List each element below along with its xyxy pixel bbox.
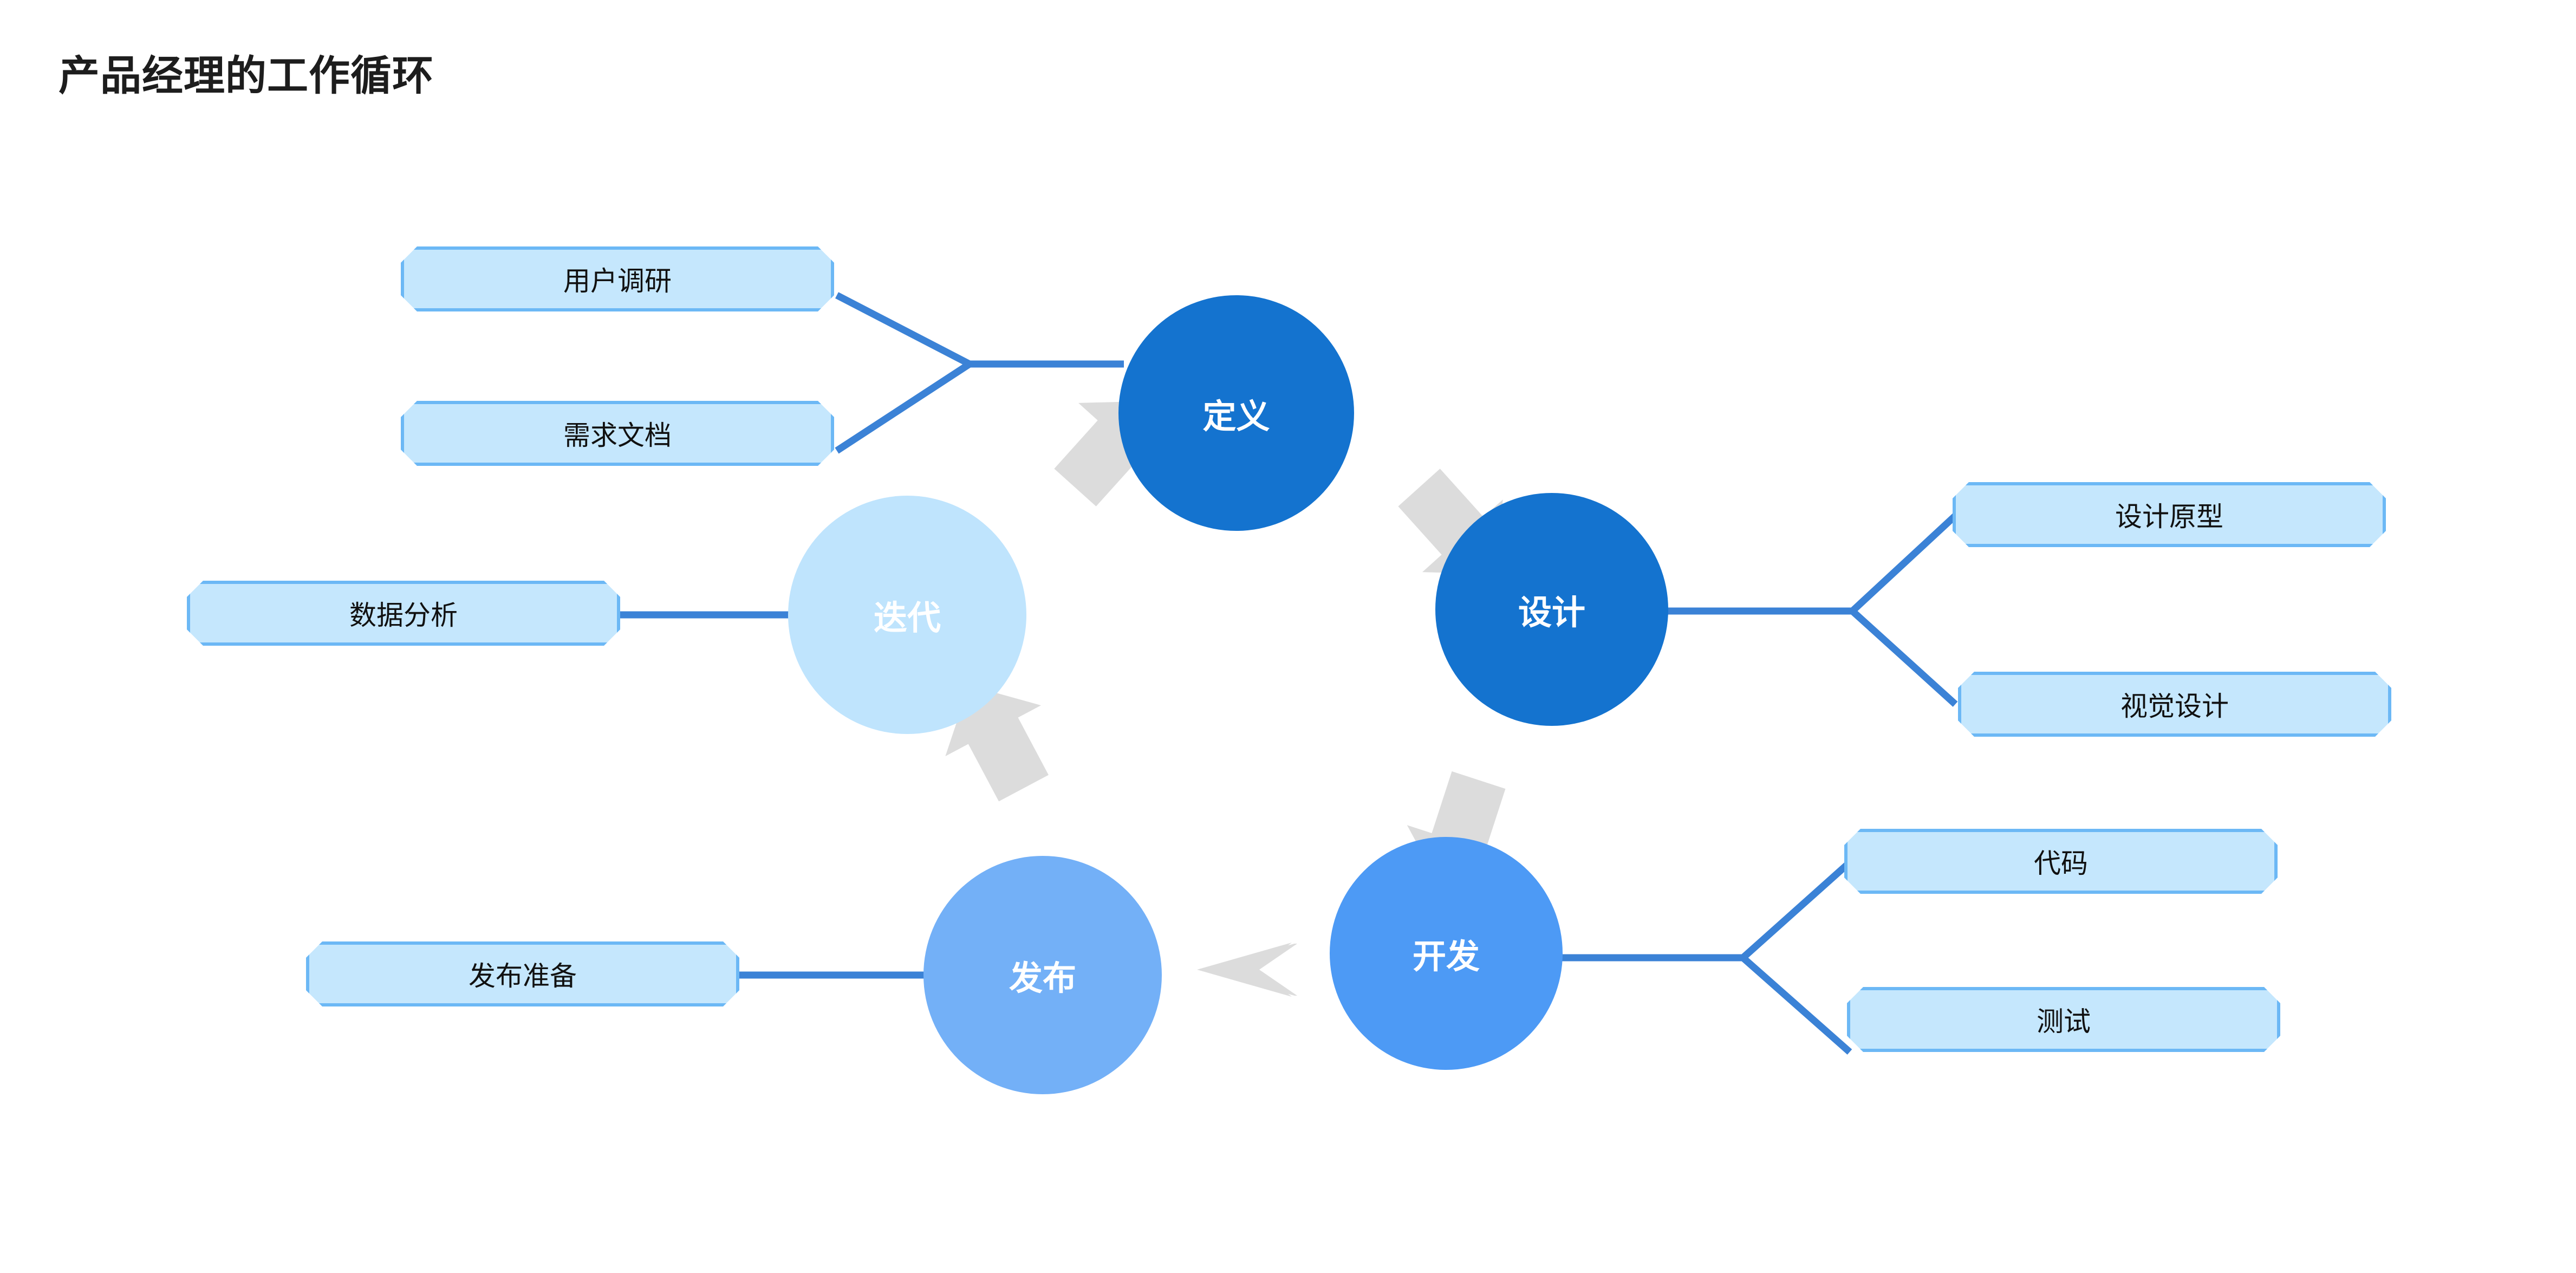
leaf-label-data-analysis: 数据分析	[349, 600, 458, 631]
leaf-label-user-research: 用户调研	[563, 266, 672, 296]
leaf-box-code[interactable]: 代码	[1844, 829, 2278, 894]
cycle-node-design[interactable]: 设计	[1435, 493, 1668, 726]
leaf-box-visual-design[interactable]: 视觉设计	[1958, 672, 2391, 737]
leaf-box-release-prep[interactable]: 发布准备	[306, 941, 739, 1006]
page-title: 产品经理的工作循环	[58, 53, 434, 99]
cycle-node-define[interactable]: 定义	[1118, 295, 1354, 531]
cycle-node-release-label: 发布	[1009, 960, 1076, 997]
leaf-box-test[interactable]: 测试	[1847, 987, 2280, 1052]
cycle-arrow-develop-to-release	[1197, 943, 1297, 997]
cycle-node-develop[interactable]: 开发	[1330, 837, 1563, 1070]
connector-define-fork	[835, 292, 1124, 454]
leaf-box-requirements-doc[interactable]: 需求文档	[401, 401, 834, 466]
leaf-box-design-prototype[interactable]: 设计原型	[1953, 482, 2386, 547]
cycle-node-iterate[interactable]: 迭代	[788, 496, 1026, 734]
leaf-label-release-prep: 发布准备	[469, 961, 577, 991]
leaf-label-code: 代码	[2034, 848, 2088, 879]
cycle-node-design-label: 设计	[1518, 594, 1585, 632]
leaf-box-data-analysis[interactable]: 数据分析	[187, 581, 620, 646]
leaf-label-test: 测试	[2037, 1006, 2091, 1037]
leaf-label-design-prototype: 设计原型	[2115, 502, 2223, 532]
cycle-node-release[interactable]: 发布	[923, 856, 1162, 1094]
cycle-node-develop-label: 开发	[1412, 938, 1480, 976]
cycle-node-iterate-label: 迭代	[873, 600, 941, 637]
leaf-label-visual-design: 视觉设计	[2120, 691, 2229, 722]
leaf-box-user-research[interactable]: 用户调研	[401, 246, 834, 311]
leaf-label-requirements-doc: 需求文档	[563, 420, 672, 451]
cycle-node-define-label: 定义	[1202, 398, 1270, 436]
